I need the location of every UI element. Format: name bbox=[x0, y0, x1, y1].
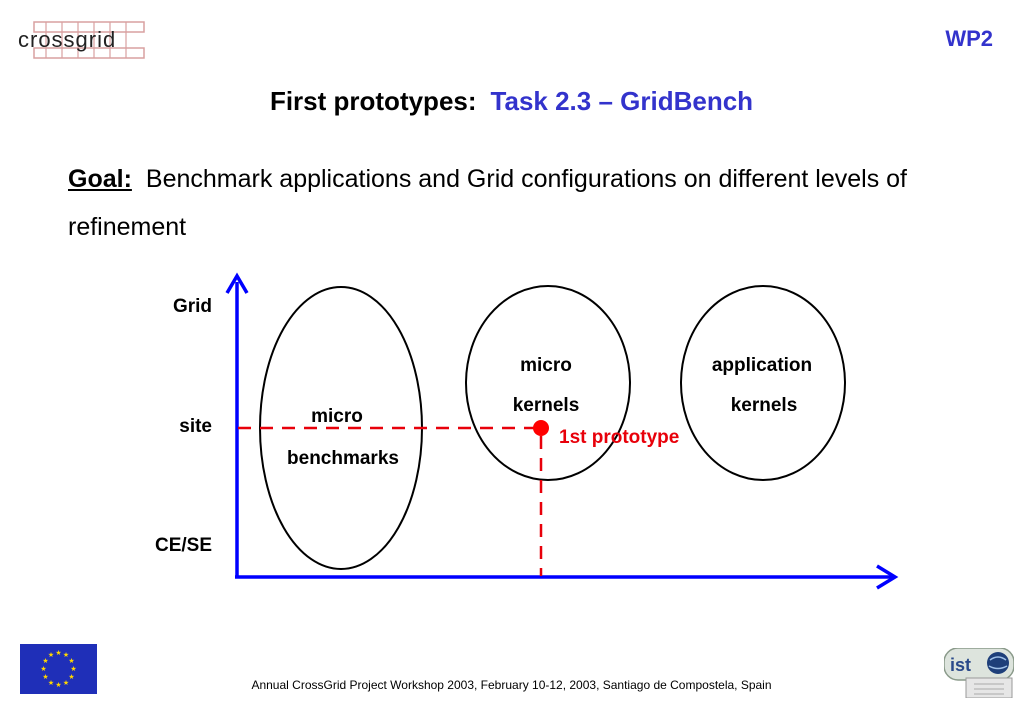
ellipse-2-line2: kernels bbox=[513, 395, 580, 416]
goal-statement: Goal:Benchmark applications and Grid con… bbox=[68, 155, 968, 251]
level-label-site: site bbox=[179, 416, 212, 437]
logo-text: crossgrid bbox=[18, 27, 116, 52]
eu-flag-icon: ★★★ ★★★ ★★★ ★★★ bbox=[20, 644, 97, 694]
micro-kernels-ellipse bbox=[465, 285, 631, 481]
first-prototype-label: 1st prototype bbox=[559, 427, 679, 448]
svg-text:★: ★ bbox=[42, 657, 48, 665]
title-prefix: First prototypes: bbox=[269, 86, 477, 116]
level-label-ce-se: CE/SE bbox=[155, 535, 212, 556]
application-kernels-ellipse bbox=[680, 285, 846, 481]
title-task: Task 2.3 – GridBench bbox=[490, 86, 754, 116]
svg-text:★: ★ bbox=[68, 673, 74, 681]
svg-text:★: ★ bbox=[63, 651, 69, 659]
svg-text:★: ★ bbox=[42, 673, 48, 681]
x-axis-arrowhead bbox=[876, 564, 899, 590]
ellipse-1-line2: benchmarks bbox=[287, 448, 399, 469]
work-package-tag: WP2 bbox=[945, 26, 993, 51]
ist-logo-text: ist bbox=[950, 655, 971, 675]
goal-text: Benchmark applications and Grid configur… bbox=[68, 165, 907, 241]
ist-logo: ist bbox=[944, 648, 1014, 698]
ellipse-1-line1: micro bbox=[311, 406, 363, 427]
goal-label: Goal: bbox=[68, 165, 132, 193]
svg-text:★: ★ bbox=[48, 651, 54, 659]
y-axis-arrowhead bbox=[225, 272, 249, 294]
first-prototype-marker bbox=[533, 420, 549, 436]
svg-text:★: ★ bbox=[40, 665, 46, 673]
footer-text: Annual CrossGrid Project Workshop 2003, … bbox=[251, 678, 772, 692]
level-label-grid: Grid bbox=[173, 296, 212, 317]
globe-icon bbox=[987, 652, 1009, 674]
ellipse-2-line1: micro bbox=[520, 355, 572, 376]
crossgrid-logo: crossgrid bbox=[18, 21, 145, 59]
svg-text:★: ★ bbox=[70, 665, 76, 673]
svg-text:★: ★ bbox=[63, 679, 69, 687]
ellipse-3-line2: kernels bbox=[731, 395, 798, 416]
svg-text:★: ★ bbox=[48, 679, 54, 687]
svg-text:★: ★ bbox=[68, 657, 74, 665]
slide-title: First prototypes: Task 2.3 – GridBench bbox=[0, 86, 1023, 117]
ellipse-3-line1: application bbox=[712, 355, 812, 376]
svg-text:★: ★ bbox=[55, 649, 61, 657]
svg-text:★: ★ bbox=[55, 681, 61, 689]
